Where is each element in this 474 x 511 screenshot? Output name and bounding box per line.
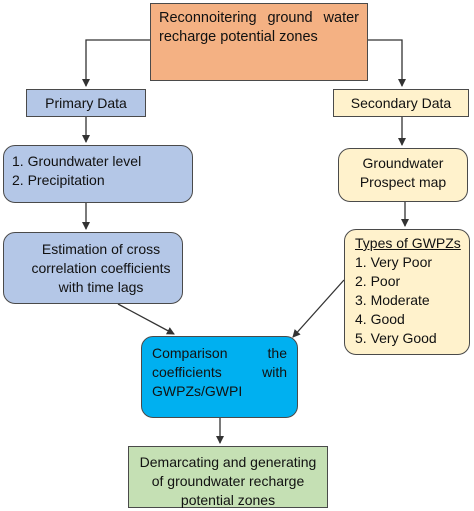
primary-data-node: Primary Data (26, 89, 146, 117)
prospect-map-node: Groundwater Prospect map (338, 148, 468, 202)
secondary-data-node: Secondary Data (333, 89, 469, 117)
estimation-node: Estimation of cross correlation coeffici… (3, 232, 183, 304)
list-item: 2. Poor (355, 273, 401, 289)
arrow-estimation-to-comparison (117, 303, 175, 335)
gwpz-types-node: Types of GWPZs 1. Very Poor 2. Poor 3. M… (344, 229, 470, 355)
types-header: Types of GWPZs (355, 235, 461, 251)
arrow-types-to-comparison (292, 279, 345, 338)
comparison-node: Comparison the coefficients with GWPZs/G… (141, 336, 298, 418)
title-node: Reconnoitering ground water recharge pot… (150, 3, 368, 81)
list-item: 2. Precipitation (12, 172, 105, 188)
arrow-title-to-secondary (368, 39, 406, 87)
arrow-title-to-primary (82, 39, 150, 87)
list-item: 5. Very Good (355, 330, 437, 346)
groundwater-inputs-node: 1. Groundwater level 2. Precipitation (3, 145, 193, 203)
list-item: 1. Very Poor (355, 254, 433, 270)
demarcating-node: Demarcating and generating of groundwate… (128, 446, 328, 508)
list-item: 1. Groundwater level (12, 153, 142, 169)
list-item: 3. Moderate (355, 292, 430, 308)
list-item: 4. Good (355, 311, 405, 327)
